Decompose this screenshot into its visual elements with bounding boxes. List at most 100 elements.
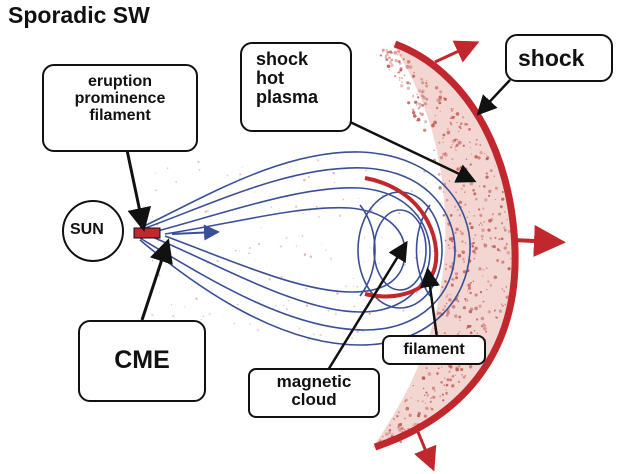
plasma-speckle [493,175,495,177]
plasma-speckle [435,182,436,183]
plasma-speckle [458,126,461,129]
plasma-speckle [506,243,509,246]
plasma-speckle [433,121,437,125]
plasma-speckle [464,123,467,126]
shock-hot-plasma-label: shock hot plasma [256,50,318,107]
plasma-speckle [188,289,189,290]
plasma-speckle [400,84,403,87]
plasma-speckle [494,166,495,167]
plasma-speckle [424,102,427,105]
plasma-speckle [469,141,471,143]
plasma-speckle [503,261,505,263]
plasma-speckle [406,65,410,69]
plasma-speckle [412,109,414,111]
plasma-speckle [502,305,504,307]
plasma-speckle [483,327,487,331]
plasma-speckle [393,433,394,434]
plasma-speckle [380,439,382,441]
plasma-speckle [399,77,400,78]
plasma-speckle [425,182,426,183]
plasma-speckle [473,215,475,217]
plasma-speckle [239,251,240,252]
eruption-marker [134,228,160,238]
plasma-speckle [275,305,276,306]
plasma-speckle [433,150,434,151]
shock-arrow-right [512,240,558,242]
plasma-speckle [430,407,431,408]
plasma-speckle [353,278,354,279]
plasma-speckle [506,286,508,288]
plasma-speckle [424,395,426,397]
plasma-speckle [424,120,427,123]
plasma-speckle [413,72,415,74]
plasma-speckle [155,173,156,174]
plasma-speckle [438,186,442,190]
plasma-speckle [457,300,459,302]
plasma-speckle [385,56,388,59]
plasma-speckle [475,198,478,201]
plasma-speckle [466,328,467,329]
plasma-speckle [482,224,483,225]
plasma-speckle [510,258,511,259]
plasma-speckle [508,230,511,233]
shock-label: shock [518,45,584,72]
plasma-speckle [325,336,326,337]
plasma-speckle [470,147,471,148]
plasma-speckle [385,432,388,435]
plasma-speckle [333,172,335,174]
plasma-speckle [211,290,212,291]
plasma-speckle [484,244,488,248]
shock-box: shock [505,34,613,82]
plasma-speckle [248,253,250,255]
plasma-speckle [504,211,506,213]
plasma-speckle [456,112,460,116]
plasma-speckle [486,156,489,159]
plasma-speckle [255,260,256,261]
plasma-speckle [419,103,422,106]
plasma-speckle [476,139,478,141]
plasma-speckle [444,280,447,283]
plasma-speckle [386,49,388,51]
plasma-speckle [404,74,406,76]
plasma-speckle [404,264,406,266]
plasma-speckle [235,250,237,252]
plasma-speckle [447,311,450,314]
plasma-speckle [464,204,466,206]
plasma-speckle [464,171,466,173]
plasma-speckle [501,198,504,201]
plasma-speckle [364,237,365,238]
plasma-speckle [501,222,503,224]
plasma-speckle [481,228,485,232]
plasma-speckle [442,308,445,311]
plasma-speckle [440,111,441,112]
plasma-speckle [474,330,475,331]
plasma-speckle [469,222,472,225]
plasma-speckle [382,49,385,52]
plasma-speckle [446,314,449,317]
plasma-speckle [470,308,473,311]
plasma-speckle [457,209,459,211]
plasma-speckle [425,84,428,87]
plasma-speckle [390,64,393,67]
plasma-speckle [325,250,326,251]
arrow-shock [480,80,510,112]
cme-label: CME [80,346,204,375]
plasma-speckle [446,295,448,297]
plasma-speckle [411,190,413,192]
plasma-speckle [398,411,400,413]
plasma-speckle [370,247,371,248]
plasma-speckle [449,247,451,249]
plasma-speckle [463,306,466,309]
plasma-speckle [482,275,483,276]
plasma-speckle [237,304,239,306]
plasma-speckle [495,199,496,200]
plasma-speckle [387,248,388,249]
plasma-speckle [387,289,388,290]
plasma-speckle [413,385,414,386]
plasma-speckle [455,272,458,275]
plasma-speckle [250,185,251,186]
plasma-speckle [257,329,260,332]
plasma-speckle [216,260,218,262]
plasma-speckle [446,199,449,202]
plasma-speckle [455,147,456,148]
